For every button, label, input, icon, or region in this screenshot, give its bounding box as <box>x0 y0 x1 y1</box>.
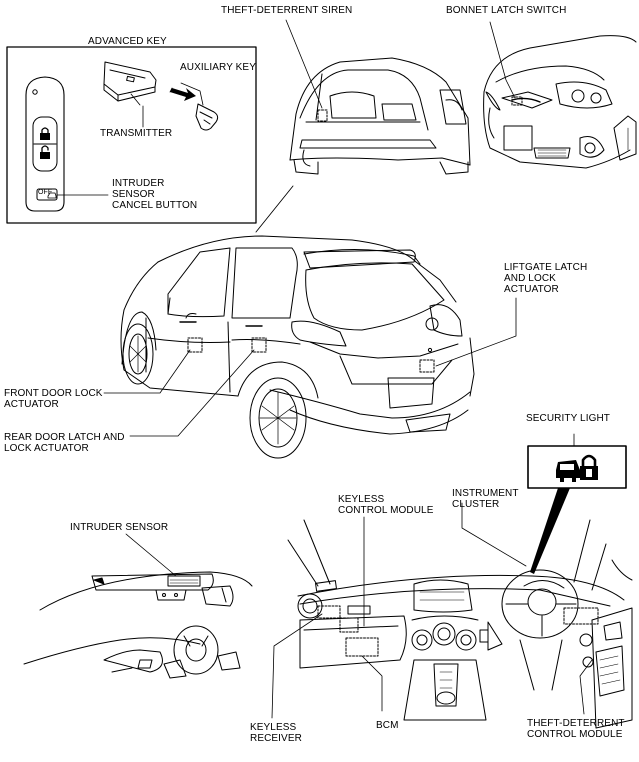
label-transmitter: TRANSMITTER <box>100 128 173 139</box>
rear-hatch-illustration <box>285 19 471 175</box>
label-security-light: SECURITY LIGHT <box>526 413 611 424</box>
siren-location-marker <box>317 109 328 122</box>
transmitter-illustration <box>103 61 157 102</box>
instrument-cluster-marker <box>563 607 599 625</box>
key-fob-illustration <box>25 76 65 212</box>
removal-arrow <box>169 87 196 101</box>
intruder-sensor-illustration <box>23 533 253 679</box>
label-bcm: BCM <box>376 720 399 731</box>
label-advanced-key: ADVANCED KEY <box>88 36 167 47</box>
security-light-callout <box>527 433 627 574</box>
security-car-window <box>560 464 574 470</box>
label-theft-deterrent-control-module: THEFT-DETERRENT CONTROL MODULE <box>527 718 625 740</box>
auxiliary-key-illustration <box>195 103 219 131</box>
front-end-illustration <box>483 21 637 169</box>
label-auxiliary-key: AUXILIARY KEY <box>180 62 256 73</box>
dashboard-illustration <box>271 502 633 729</box>
label-bonnet-latch-switch: BONNET LATCH SWITCH <box>446 5 567 16</box>
keyless-module-marker <box>339 617 359 633</box>
off-button-car-glyph <box>47 192 57 199</box>
intruder-sensor-leader <box>125 533 177 577</box>
padlock-open-icon <box>40 152 50 159</box>
label-theft-deterrent-siren: THEFT-DETERRENT SIREN <box>221 5 353 16</box>
label-keyless-control-module: KEYLESS CONTROL MODULE <box>338 494 434 516</box>
security-padlock-shackle <box>581 454 597 468</box>
label-intruder-sensor: INTRUDER SENSOR <box>70 522 169 533</box>
label-rear-door-latch: REAR DOOR LATCH AND LOCK ACTUATOR <box>4 432 125 454</box>
main-car-illustration <box>103 235 517 459</box>
padlock-open-shackle <box>41 145 49 153</box>
front-door-lock-marker <box>187 337 203 353</box>
security-padlock-keyhole <box>586 469 592 477</box>
bonnet-switch-leader <box>489 21 516 99</box>
advanced-key-panel <box>6 46 257 224</box>
keyless-receiver-marker <box>317 605 341 619</box>
callout-pointer <box>530 488 570 574</box>
label-keyless-receiver: KEYLESS RECEIVER <box>250 722 302 744</box>
label-liftgate-latch: LIFTGATE LATCH AND LOCK ACTUATOR <box>504 262 588 295</box>
siren-leader-line <box>285 19 323 109</box>
rear-door-lock-marker <box>251 337 267 353</box>
bcm-marker <box>345 637 379 657</box>
liftgate-latch-marker <box>419 359 435 373</box>
off-button-text: OFF <box>38 189 53 196</box>
label-instrument-cluster: INSTRUMENT CLUSTER <box>452 488 519 510</box>
label-intruder-sensor-cancel-button: INTRUDER SENSOR CANCEL BUTTON <box>112 178 198 211</box>
label-front-door-lock-actuator: FRONT DOOR LOCK ACTUATOR <box>4 388 103 410</box>
padlock-closed-shackle <box>41 127 49 134</box>
key-to-car-leader <box>255 185 294 233</box>
bonnet-switch-marker <box>511 96 523 106</box>
padlock-closed-icon <box>40 133 50 140</box>
